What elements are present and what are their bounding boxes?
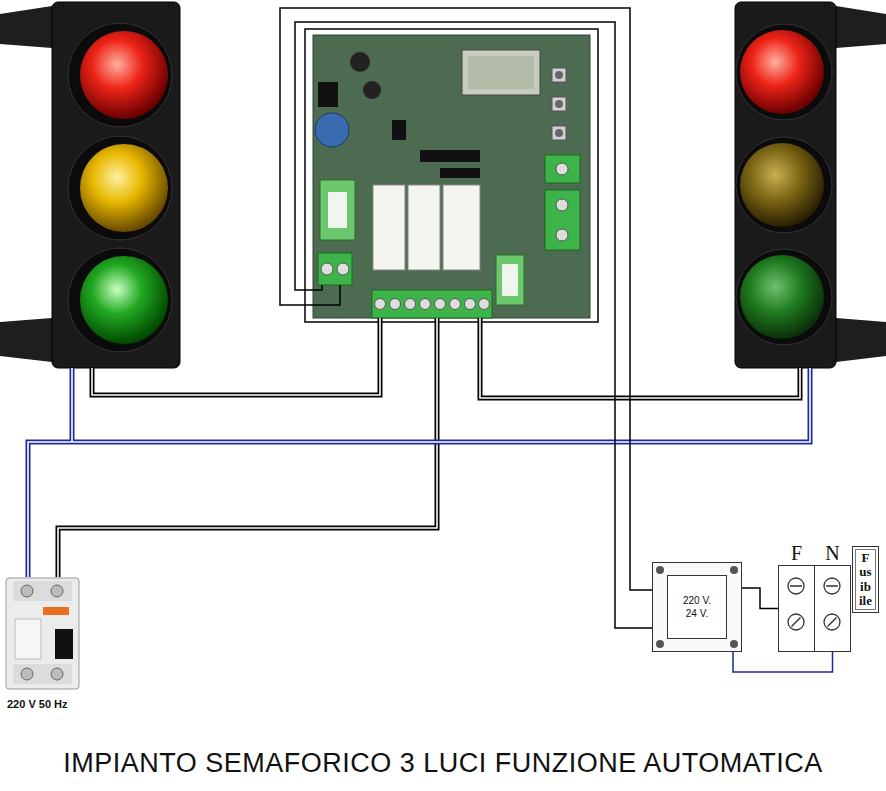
circuit-breaker: 220 V 50 Hz [5,577,80,690]
terminal-block: F [778,565,815,652]
breaker-symbol [5,577,80,690]
controller-board [305,29,598,322]
terminal-screws [815,566,852,653]
wires [28,8,810,628]
node-label: 220 V. [683,594,711,607]
node-label: N [815,542,850,564]
terminal-screws [779,566,816,653]
traffic-light-left [0,2,180,368]
fuse-box: Fusibile [852,546,879,613]
diagram-title: IMPIANTO SEMAFORICO 3 LUCI FUNZIONE AUTO… [0,748,886,779]
node-label: F [779,542,814,564]
transformer-label-box: 220 V.24 V. [667,575,727,639]
node-label: 220 V 50 Hz [7,698,68,710]
node-label: 24 V. [686,607,708,620]
transformer-box: 220 V.24 V. [652,562,742,652]
wire-connector [733,652,833,672]
wire-connector [742,588,778,609]
terminal-block: N [814,565,851,652]
node-label: Fusibile [859,551,872,608]
traffic-light-right [735,2,886,368]
